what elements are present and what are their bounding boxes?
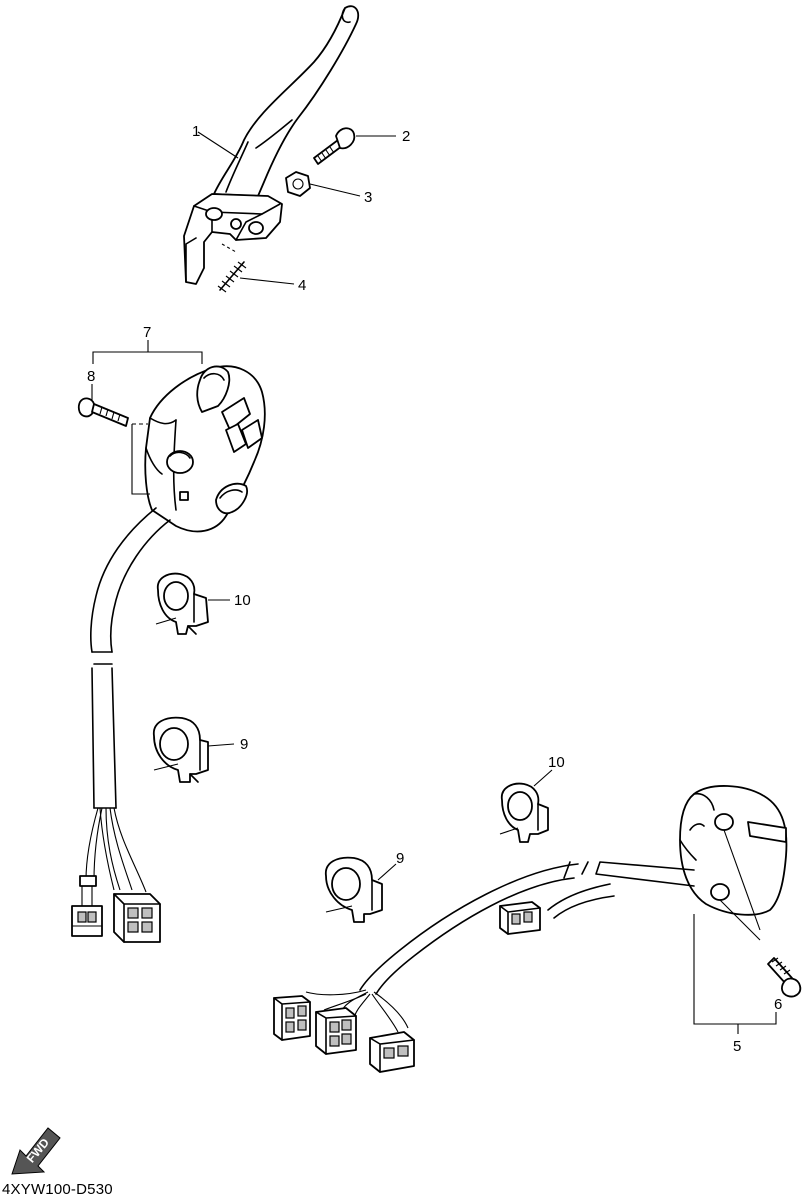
wire-clamp-large-upper <box>153 716 209 783</box>
leader-lines <box>91 131 553 881</box>
callout-9-upper: 9 <box>240 736 248 753</box>
left-switch-cable <box>71 507 171 943</box>
callout-9-lower: 9 <box>396 850 404 867</box>
screw-bolt <box>313 127 356 165</box>
diagram-code: 4XYW100-D530 <box>2 1181 113 1198</box>
wire-clamp-large-lower <box>325 856 383 923</box>
callout-5: 5 <box>733 1038 741 1055</box>
callout-2: 2 <box>402 128 410 145</box>
callout-8: 8 <box>87 368 95 385</box>
spring <box>217 243 247 293</box>
callout-6: 6 <box>774 996 782 1013</box>
callout-3: 3 <box>364 189 372 206</box>
right-handlebar-switch <box>679 785 788 941</box>
lever <box>183 5 360 285</box>
nut <box>285 171 311 197</box>
fwd-arrow-icon: FWD <box>11 1127 61 1175</box>
left-handlebar-switch <box>92 340 266 533</box>
callout-7: 7 <box>143 324 151 341</box>
callout-4: 4 <box>298 277 306 294</box>
callout-1: 1 <box>192 123 200 140</box>
switch-screw <box>77 397 129 427</box>
right-switch-cable <box>273 861 695 1073</box>
callout-labels: 1 2 3 4 7 8 10 9 10 9 6 5 <box>87 123 782 1055</box>
callout-10-upper: 10 <box>234 592 251 609</box>
callout-10-lower: 10 <box>548 754 565 771</box>
wire-clamp-small-upper <box>155 572 209 635</box>
right-switch-screw <box>693 914 802 1034</box>
wire-clamp-small-lower <box>499 782 549 843</box>
